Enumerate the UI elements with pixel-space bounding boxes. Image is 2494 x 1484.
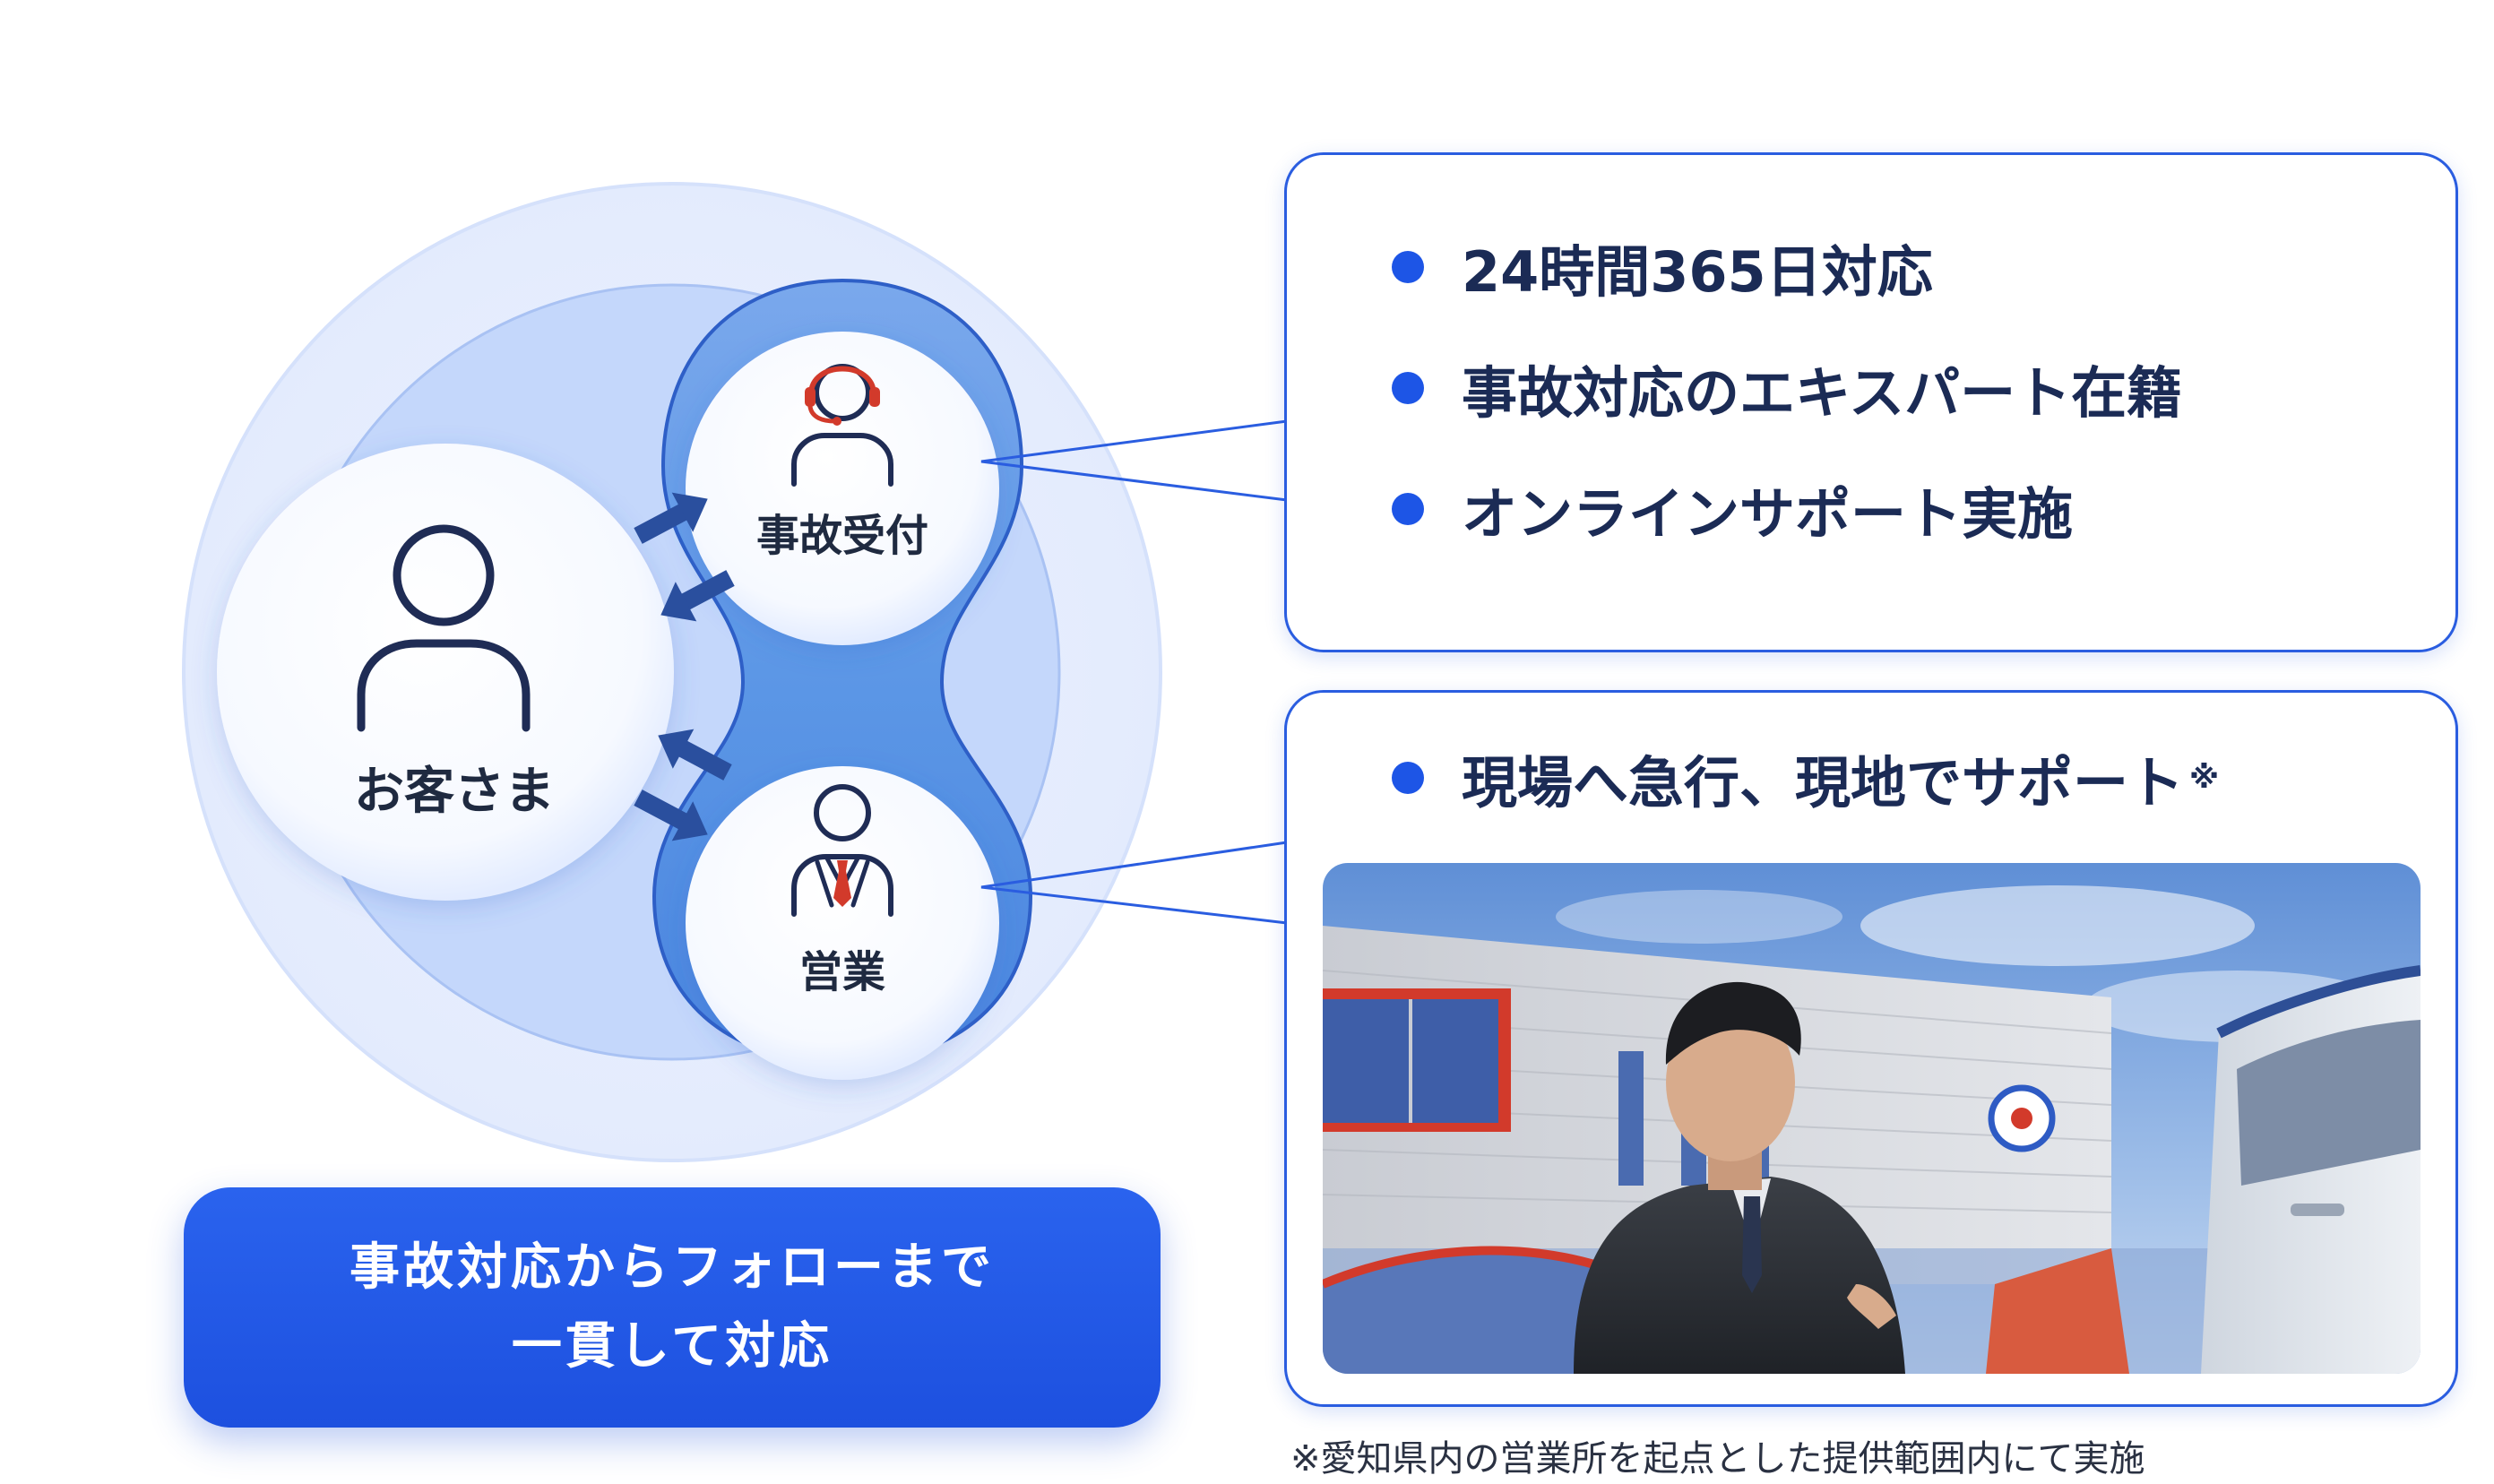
diagram-graphic: [182, 182, 1162, 1162]
sales-features-card: 現場へ急行、現地でサポート ※: [1284, 690, 2458, 1407]
sales-label: 営業: [798, 947, 885, 997]
feature-text: 24時間365日対応: [1462, 239, 1933, 305]
reception-features-card: 24時間365日対応 事故対応のエキスパート在籍 オンラインサポート実施: [1284, 152, 2458, 652]
list-item: 事故対応のエキスパート在籍: [1392, 357, 2182, 426]
feature-text: 事故対応のエキスパート在籍: [1462, 360, 2183, 426]
sales-node: [686, 766, 999, 1080]
staff-figure: [1574, 981, 1905, 1374]
service-flow-diagram: お客さま 事故受付 営業 事故対応からフォローまで 一貫して対応: [182, 182, 1162, 1428]
summary-line-2: 一貫して対応: [511, 1317, 833, 1376]
reception-label: 事故受付: [755, 511, 928, 561]
summary-banner: 事故対応からフォローまで 一貫して対応: [184, 1187, 1161, 1428]
reception-node: [686, 332, 999, 645]
bullet-dot-icon: [1392, 762, 1424, 794]
list-item: オンラインサポート実施: [1392, 478, 2182, 547]
business-person-icon: [791, 784, 893, 917]
list-item: 現場へ急行、現地でサポート ※: [1392, 746, 2220, 815]
feature-text: 現場へ急行、現地でサポート: [1462, 750, 2185, 815]
sales-feature-list: 現場へ急行、現地でサポート ※: [1392, 746, 2220, 815]
bullet-dot-icon: [1392, 251, 1424, 283]
bidirectional-arrow-icon: [634, 492, 735, 841]
photo-illustration: [1323, 863, 2421, 1374]
summary-line-1: 事故対応からフォローまで: [350, 1238, 995, 1297]
onsite-support-photo: [1323, 863, 2421, 1374]
person-outline-icon: [357, 524, 531, 732]
bullet-dot-icon: [1392, 372, 1424, 404]
feature-text: オンラインサポート実施: [1462, 481, 2074, 547]
customer-label: お客さま: [354, 763, 555, 821]
customer-node: [217, 444, 674, 901]
list-item: 24時間365日対応: [1392, 236, 2182, 305]
headset-operator-icon: [791, 364, 893, 487]
footnote: ※愛知県内の営業所を起点とした提供範囲内にて実施: [1290, 1438, 2145, 1480]
footnote-mark: ※: [2189, 760, 2220, 796]
bullet-dot-icon: [1392, 493, 1424, 525]
reception-feature-list: 24時間365日対応 事故対応のエキスパート在籍 オンラインサポート実施: [1392, 236, 2182, 547]
